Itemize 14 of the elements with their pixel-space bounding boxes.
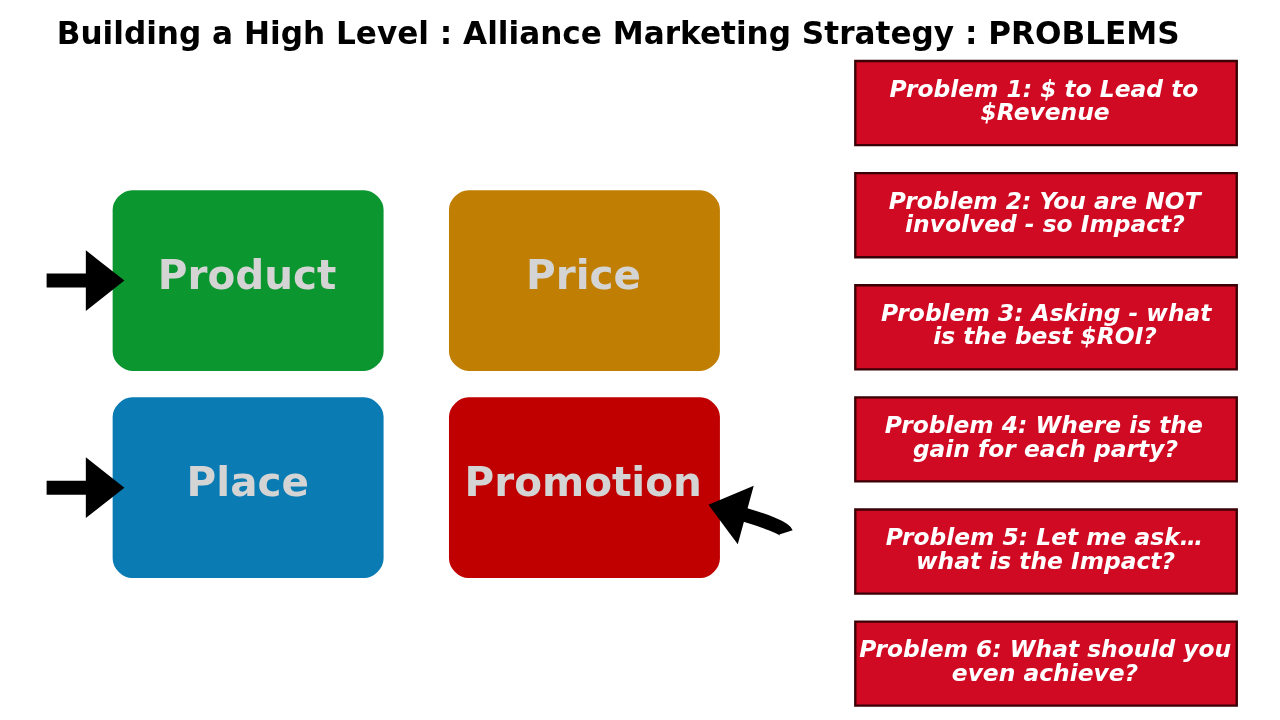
node-box: Problem 6: What should you even achieve?: [853, 620, 1238, 707]
node-box: Problem 5: Let me ask… what is the Impact?: [853, 508, 1238, 595]
arrow: [46, 250, 124, 311]
arrow: [46, 457, 124, 519]
node-box: Problem 2: You are NOT involved - so Impact?: [853, 172, 1238, 259]
node-box: Place: [112, 397, 384, 578]
diagram-title: Building a High Level : Alliance Marketing Strategy : PROBLEMS: [56, 14, 1180, 51]
node-box: Problem 1: $ to Lead to $Revenue: [853, 59, 1238, 147]
node-box: Problem 3: Asking - what is the best $ROI?: [853, 284, 1238, 371]
node-box: Problem 4: Where is the gain for each party?: [853, 396, 1238, 483]
node-box: Product: [112, 190, 384, 371]
node-box: Price: [448, 190, 720, 371]
arrow: [708, 485, 791, 545]
node-box: Promotion: [448, 397, 720, 578]
